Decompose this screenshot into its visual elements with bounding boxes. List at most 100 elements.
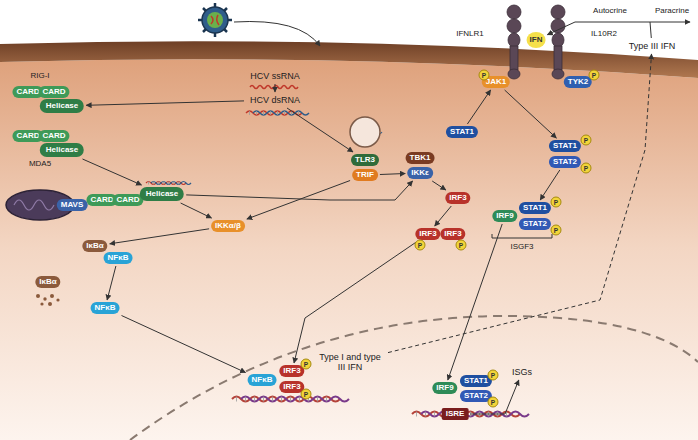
signal-arrow [388, 54, 652, 353]
node-text: STAT2 [523, 219, 547, 229]
phosphate-mark: P [581, 163, 592, 174]
phosphate-mark: P [581, 135, 592, 146]
node-text: IκBα [86, 241, 103, 251]
protein-box: Helicase [140, 187, 184, 201]
signal-arrow [448, 224, 502, 380]
base-pair [326, 397, 327, 402]
base-pair [163, 182, 164, 185]
protein-box: IRF3 [415, 228, 440, 240]
protein-box: IRF9 [492, 210, 517, 222]
phosphate-mark: P [589, 70, 600, 81]
phosphate-mark: P [415, 240, 426, 251]
node-text: Helicase [146, 189, 178, 199]
node-text: CARD [42, 131, 65, 141]
phosphate-mark: P [479, 70, 490, 81]
signal-arrow [294, 242, 416, 363]
protein-box: TYK2 [564, 76, 592, 88]
protein-box: TRIF [352, 169, 378, 181]
signal-arrow [186, 181, 412, 200]
base-pair [281, 397, 282, 402]
text-node: Type I and type III IFN [314, 351, 386, 373]
protein-box: CARD [112, 194, 143, 206]
node-text: STAT1 [450, 127, 474, 137]
signal-arrow [547, 22, 651, 38]
base-pair [148, 182, 149, 185]
nuclear-envelope [130, 316, 698, 440]
signal-arrow [467, 90, 490, 124]
signal-arrow [435, 206, 452, 226]
base-pair [178, 182, 179, 185]
node-text: IRF9 [436, 383, 453, 393]
base-pair [298, 111, 299, 115]
signal-arrow [110, 229, 209, 244]
text-node: Type III IFN [625, 40, 680, 52]
node-text: IKKα/β [215, 221, 241, 231]
protein-box: TLR3 [351, 154, 379, 166]
text-node: HCV dsRNA [246, 94, 304, 106]
signal-arrow [540, 170, 560, 200]
base-pair [254, 397, 255, 402]
protein-box: IKKε [407, 167, 433, 179]
phosphate-mark: P [551, 197, 562, 208]
edge-label: Autocrine [592, 6, 628, 16]
base-pair [425, 412, 426, 417]
protein-box: STAT2 [549, 156, 581, 168]
protein-box: Helicase [40, 143, 84, 157]
isgf3-bracket [492, 234, 552, 238]
protein-box: IKKα/β [211, 220, 245, 232]
base-pair [290, 397, 291, 402]
protein-box: IκBα [82, 240, 107, 252]
base-pair [158, 182, 159, 185]
node-text: TLR3 [355, 155, 375, 165]
protein-box: TBK1 [406, 152, 435, 164]
signal-arrow [86, 101, 244, 105]
base-pair [299, 397, 300, 402]
protein-box: MAVS [57, 199, 88, 211]
base-pair [272, 397, 273, 402]
protein-box: ISRE [442, 408, 469, 420]
node-text: IKKε [411, 168, 429, 178]
degraded-ikba-fragments [36, 294, 60, 306]
node-text: IRF3 [283, 366, 300, 376]
base-pair [263, 111, 264, 115]
node-text: HCV ssRNA [250, 71, 300, 81]
part-label: MDA5 [29, 159, 51, 169]
part-label: RIG-I [30, 71, 49, 81]
base-pair [277, 111, 278, 115]
node-text: TBK1 [410, 153, 431, 163]
base-pair [263, 397, 264, 402]
protein-box: CARD [38, 86, 69, 98]
node-text: IRF3 [283, 382, 300, 392]
endosome [350, 117, 380, 147]
phosphate-mark: P [456, 240, 467, 251]
node-text: STAT1 [553, 141, 577, 151]
base-pair [434, 412, 435, 417]
node-text: IFN [530, 35, 543, 45]
node-text: CARD [116, 195, 139, 205]
signal-arrow [181, 203, 212, 218]
node-text: IRF3 [419, 229, 436, 239]
ssrna-strand [250, 86, 298, 89]
node-text: CARD [90, 195, 113, 205]
base-pair [317, 397, 318, 402]
protein-box: Helicase [40, 99, 84, 113]
signal-arrow [122, 316, 246, 373]
node-text: CARD [42, 87, 65, 97]
virus [198, 3, 232, 37]
node-text: IRF9 [496, 211, 513, 221]
protein-box: IRF3 [440, 228, 465, 240]
protein-box: CARD [38, 130, 69, 142]
node-text: JAK1 [486, 77, 506, 87]
protein-box: NFκB [104, 252, 133, 264]
protein-box: NFκB [248, 374, 277, 386]
entry-arrow [234, 22, 320, 47]
node-text: Type III IFN [629, 41, 676, 51]
base-pair [270, 111, 271, 115]
base-pair [249, 111, 250, 115]
part-label: IFNLR1 [456, 29, 484, 39]
node-text: NFκB [108, 253, 129, 263]
signal-arrow [83, 159, 142, 185]
base-pair [236, 397, 237, 402]
